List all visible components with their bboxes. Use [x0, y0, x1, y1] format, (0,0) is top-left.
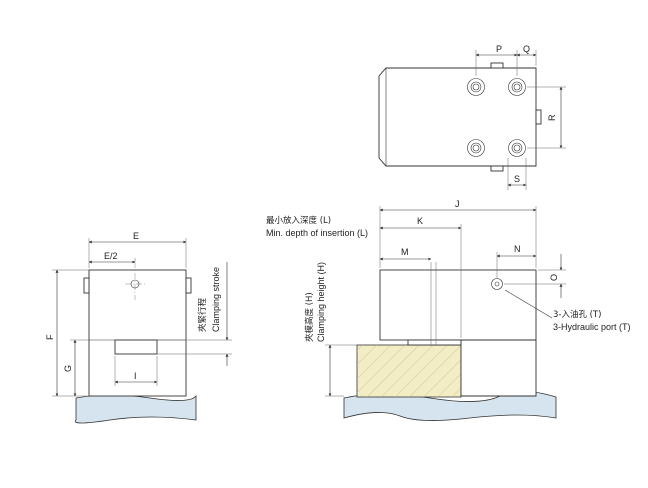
dim-label-s: S [514, 174, 520, 184]
hydraulic-port-cn: 3-入油孔 (T) [553, 309, 602, 320]
front-view [325, 206, 566, 421]
clamping-stroke-en: Clamping stroke [211, 267, 221, 332]
top-tab [490, 62, 504, 69]
hydraulic-port [491, 278, 503, 290]
insertion-depth-cn: 最小放入深度 (L) [266, 215, 331, 226]
dim-label-p: P [496, 44, 502, 54]
dim-label-q: Q [523, 44, 530, 54]
bolt-hole [467, 139, 485, 157]
dim-label-r: R [547, 114, 557, 121]
insertion-depth-en: Min. depth of insertion (L) [266, 228, 368, 238]
ground-base [74, 394, 197, 424]
clamping-stroke-cn: 夾緊行程 [197, 297, 208, 332]
dim-label-j: J [455, 199, 460, 209]
clamp-body-lower [460, 339, 537, 397]
side-view [52, 238, 232, 424]
dim-label-n: N [514, 244, 521, 254]
dim-label-k: K [417, 216, 423, 226]
side-body [88, 269, 187, 397]
dim-label-o: O [549, 274, 559, 281]
dim-label-e: E [133, 231, 139, 241]
dim-label-e-half: E/2 [104, 251, 118, 261]
bottom-tab [490, 165, 504, 172]
side-tab [535, 109, 542, 125]
dim-label-i: I [134, 371, 137, 381]
clamp-jaw [114, 339, 158, 355]
clamping-height-en: Clamping height (H) [316, 262, 326, 342]
hydraulic-port-en: 3-Hydraulic port (T) [553, 322, 631, 332]
top-view-body [378, 67, 537, 167]
bolt-hole [467, 78, 485, 96]
dim-label-f: F [45, 334, 55, 340]
dim-label-g: G [63, 365, 73, 372]
clamp-body-upper [379, 269, 537, 341]
dim-label-m: M [401, 247, 409, 257]
ground-base [343, 390, 557, 421]
top-view [378, 50, 566, 190]
bolt-hole [508, 78, 526, 96]
clamping-height-cn: 夾模高度 (H) [304, 292, 315, 342]
bolt-hole [508, 139, 526, 157]
